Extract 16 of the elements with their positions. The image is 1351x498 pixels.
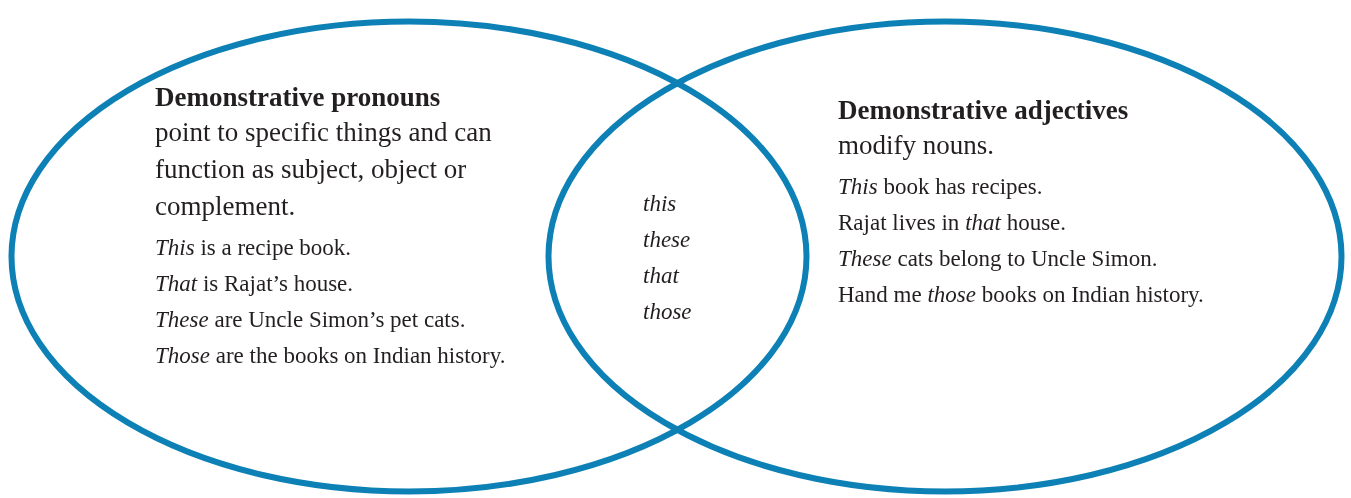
definition-text: point to specific things and can function as subject, object or complement. — [155, 116, 493, 223]
definition-text: modify nouns. — [838, 129, 995, 162]
overlap-word: these — [643, 226, 692, 254]
example-sentence: These are Uncle Simon’s pet cats. — [155, 306, 467, 334]
overlap-word: that — [643, 262, 681, 290]
example-sentence: This is a recipe book. — [155, 234, 353, 262]
example-sentence: Hand me those books on Indian history. — [838, 281, 1205, 309]
example-sentence: These cats belong to Uncle Simon. — [838, 245, 1159, 273]
example-sentence: Rajat lives in that house. — [838, 209, 1068, 237]
example-sentence: This book has recipes. — [838, 173, 1044, 201]
heading: Demonstrative adjectives — [838, 94, 1130, 127]
example-sentence: That is Rajat’s house. — [155, 270, 355, 298]
overlap-word: this — [643, 190, 678, 218]
heading: Demonstrative pronouns — [155, 81, 442, 114]
overlap-word: those — [643, 298, 692, 326]
example-sentence: Those are the books on Indian history. — [155, 342, 507, 370]
